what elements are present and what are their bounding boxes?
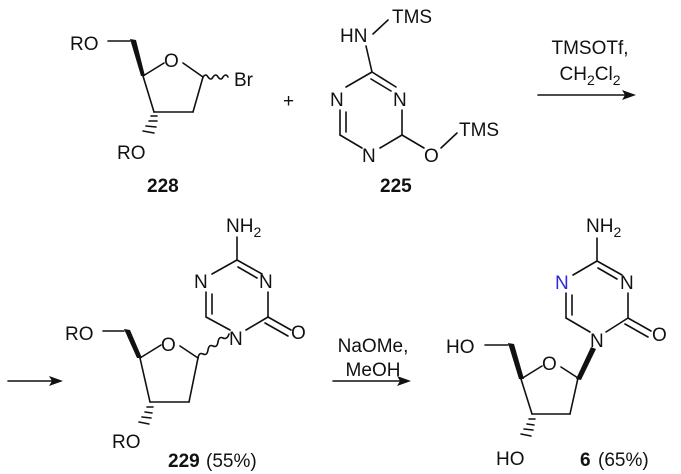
yield-text: (55%) xyxy=(206,451,257,472)
atom-n: N xyxy=(194,272,208,293)
atom-n-highlighted: N xyxy=(555,273,569,294)
reaction-arrow-2: NaOMe, MeOH xyxy=(332,336,411,386)
hash-bond xyxy=(138,406,154,425)
atom-n: N xyxy=(393,90,407,111)
atom-o-ring: O xyxy=(164,51,179,72)
atom-n: N xyxy=(330,90,344,111)
compound-228: RO O Br RO 228 xyxy=(70,34,254,197)
atom-o-ring: O xyxy=(161,335,176,356)
hash-bond xyxy=(520,418,536,437)
atom-ho: HO xyxy=(446,337,475,358)
atom-tms: TMS xyxy=(459,120,499,141)
compound-6: HO O HO N N N O NH2 6 (65% xyxy=(446,216,667,471)
plus-sign: + xyxy=(283,91,294,112)
atom-hn: HN xyxy=(340,26,367,47)
compound-229: RO O RO N N N O NH2 229 (5 xyxy=(65,216,306,472)
atom-n1: N xyxy=(229,329,243,350)
reaction-arrow-continuation xyxy=(7,376,63,386)
atom-tms: TMS xyxy=(392,7,432,28)
compound-label: 225 xyxy=(380,176,412,197)
atom-o: O xyxy=(652,325,667,346)
reagent-text: TMSOTf, xyxy=(551,38,628,59)
compound-label: 229 xyxy=(168,451,200,472)
atom-o: O xyxy=(291,323,306,344)
yield-text: (65%) xyxy=(598,450,649,471)
hash-bond xyxy=(142,115,158,134)
atom-nh2: NH2 xyxy=(586,216,621,240)
atom-ro: RO xyxy=(117,143,146,164)
atom-ro: RO xyxy=(70,34,99,55)
atom-ho: HO xyxy=(496,449,525,470)
atom-br: Br xyxy=(234,70,254,91)
reaction-arrow-1: TMSOTf, CH2Cl2 xyxy=(537,38,636,100)
solvent-text: MeOH xyxy=(346,360,401,381)
atom-n: N xyxy=(362,146,376,167)
atom-o: O xyxy=(424,146,439,167)
compound-225: HN TMS N N N O TMS 225 xyxy=(330,7,499,197)
solvent-text: CH2Cl2 xyxy=(560,64,621,88)
wavy-bond xyxy=(202,74,229,80)
reagent-text: NaOMe, xyxy=(338,336,409,357)
atom-nh2: NH2 xyxy=(226,216,261,240)
compound-label: 228 xyxy=(147,176,179,197)
atom-n: N xyxy=(620,273,634,294)
wavy-bond xyxy=(197,333,230,359)
atom-ro: RO xyxy=(112,432,141,453)
atom-ro: RO xyxy=(65,324,94,345)
compound-label: 6 xyxy=(580,450,591,471)
wedge-bond xyxy=(130,39,145,76)
atom-o-ring: O xyxy=(542,354,557,375)
atom-n1: N xyxy=(590,331,604,352)
wedge-bond xyxy=(576,347,596,380)
atom-n: N xyxy=(259,272,273,293)
